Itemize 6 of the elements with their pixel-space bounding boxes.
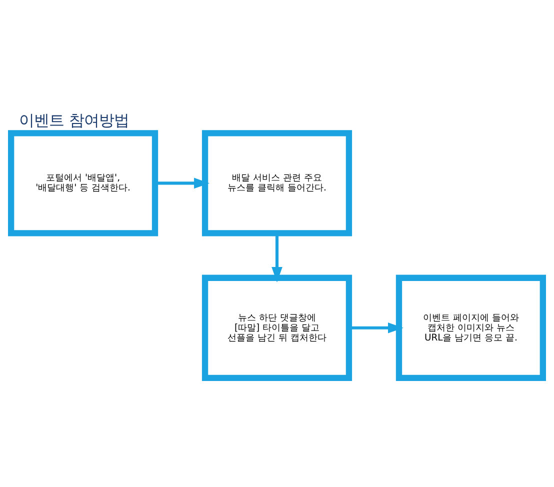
node-box: 뉴스 하단 댓글창에 [따말] 타이틀을 달고 선플을 남긴 뒤 캡처한다 xyxy=(202,274,352,380)
node-box: 이벤트 페이지에 들어와 캡처한 이미지와 뉴스 URL을 남기면 응모 끝. xyxy=(396,274,546,380)
diagram-title: 이벤트 참여방법 xyxy=(19,110,130,129)
node-box: 배달 서비스 관련 주요 뉴스를 클릭해 들어간다. xyxy=(202,130,352,236)
arrow xyxy=(155,177,210,188)
node-box: 포털에서 '배달앱', '배달대행' 등 검색한다. xyxy=(8,130,158,236)
